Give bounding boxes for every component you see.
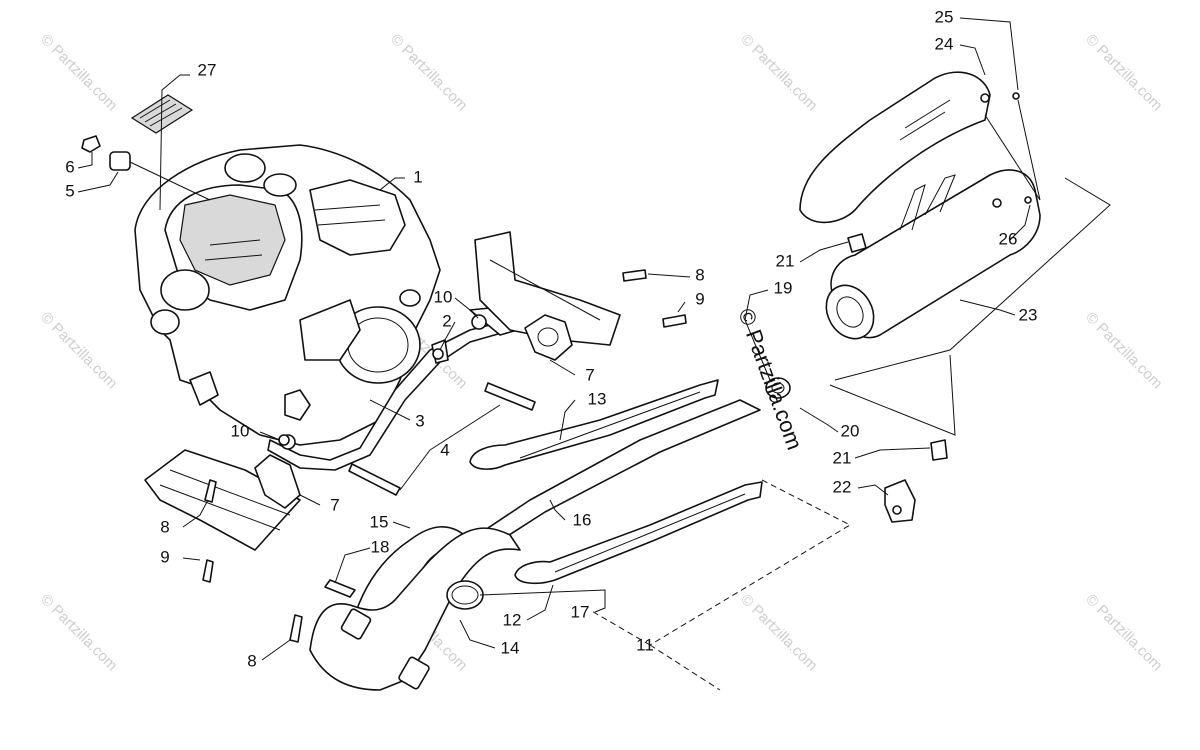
grommets-21 bbox=[847, 92, 1032, 461]
callout-12: 12 bbox=[503, 610, 522, 629]
callout-5: 5 bbox=[65, 181, 74, 200]
callout-2: 2 bbox=[442, 311, 451, 330]
callout-22: 22 bbox=[833, 477, 852, 496]
callout-9-left: 9 bbox=[160, 547, 169, 566]
header-pipe-shield-12 bbox=[514, 481, 763, 585]
muffler-gasket-19 bbox=[765, 377, 791, 399]
callout-25: 25 bbox=[935, 7, 954, 26]
callout-17: 17 bbox=[571, 602, 590, 621]
callout-18: 18 bbox=[371, 537, 390, 556]
muffler-bracket-22 bbox=[884, 479, 916, 523]
callout-15: 15 bbox=[370, 512, 389, 531]
watermark: © Partzilla.com bbox=[1082, 31, 1165, 114]
callout-20: 20 bbox=[841, 421, 860, 440]
callout-21-bottom: 21 bbox=[833, 448, 852, 467]
muffler-heat-shield-24 bbox=[799, 71, 991, 224]
callout-26: 26 bbox=[999, 229, 1018, 248]
callout-21-top: 21 bbox=[776, 251, 795, 270]
callout-4: 4 bbox=[440, 440, 449, 459]
header-pipe-shield-13 bbox=[469, 379, 719, 470]
callout-8-left: 8 bbox=[160, 517, 169, 536]
watermark: © Partzilla.com bbox=[37, 31, 120, 114]
watermark: © Partzilla.com bbox=[1082, 309, 1165, 392]
clamp-17 bbox=[446, 580, 484, 610]
callout-labels: 1 2 3 4 5 6 7 7 8 8 8 9 9 10 10 11 12 13… bbox=[65, 7, 1037, 670]
bolts bbox=[202, 269, 687, 643]
heat-shield-plate-left bbox=[144, 449, 301, 551]
pipe-clip-18 bbox=[324, 579, 356, 598]
callout-13: 13 bbox=[588, 389, 607, 408]
heat-shield-plate-right bbox=[474, 231, 621, 346]
spacer-and-nut bbox=[81, 135, 211, 201]
watermark: © Partzilla.com bbox=[387, 31, 470, 114]
watermark-center: © Partzilla.com bbox=[733, 305, 807, 453]
engine-assembly bbox=[134, 144, 441, 446]
callout-19: 19 bbox=[774, 278, 793, 297]
callout-8-top: 8 bbox=[695, 265, 704, 284]
callout-10-bottom: 10 bbox=[231, 421, 250, 440]
callout-7-bottom: 7 bbox=[330, 495, 339, 514]
callout-1: 1 bbox=[413, 167, 422, 186]
watermark: © Partzilla.com bbox=[737, 31, 820, 114]
callout-27: 27 bbox=[198, 60, 217, 79]
watermark: © Partzilla.com bbox=[37, 309, 120, 392]
watermark: © Partzilla.com bbox=[1082, 591, 1165, 674]
callout-14: 14 bbox=[501, 638, 520, 657]
callout-10-top: 10 bbox=[434, 287, 453, 306]
callout-16: 16 bbox=[573, 510, 592, 529]
muffler-assembly bbox=[825, 169, 1041, 340]
leader-lines bbox=[77, 17, 1111, 691]
callout-6: 6 bbox=[65, 157, 74, 176]
exhaust-gasket-rear bbox=[524, 314, 573, 361]
callout-8-bottom: 8 bbox=[247, 651, 256, 670]
callout-7-top: 7 bbox=[585, 365, 594, 384]
header-pipe-lower bbox=[309, 527, 521, 691]
callout-24: 24 bbox=[935, 34, 954, 53]
callout-3: 3 bbox=[415, 411, 424, 430]
watermark: © Partzilla.com bbox=[737, 591, 820, 674]
callout-11: 11 bbox=[636, 635, 654, 654]
watermark: © Partzilla.com bbox=[37, 591, 120, 674]
callout-9-top: 9 bbox=[695, 289, 704, 308]
callout-23: 23 bbox=[1019, 305, 1038, 324]
